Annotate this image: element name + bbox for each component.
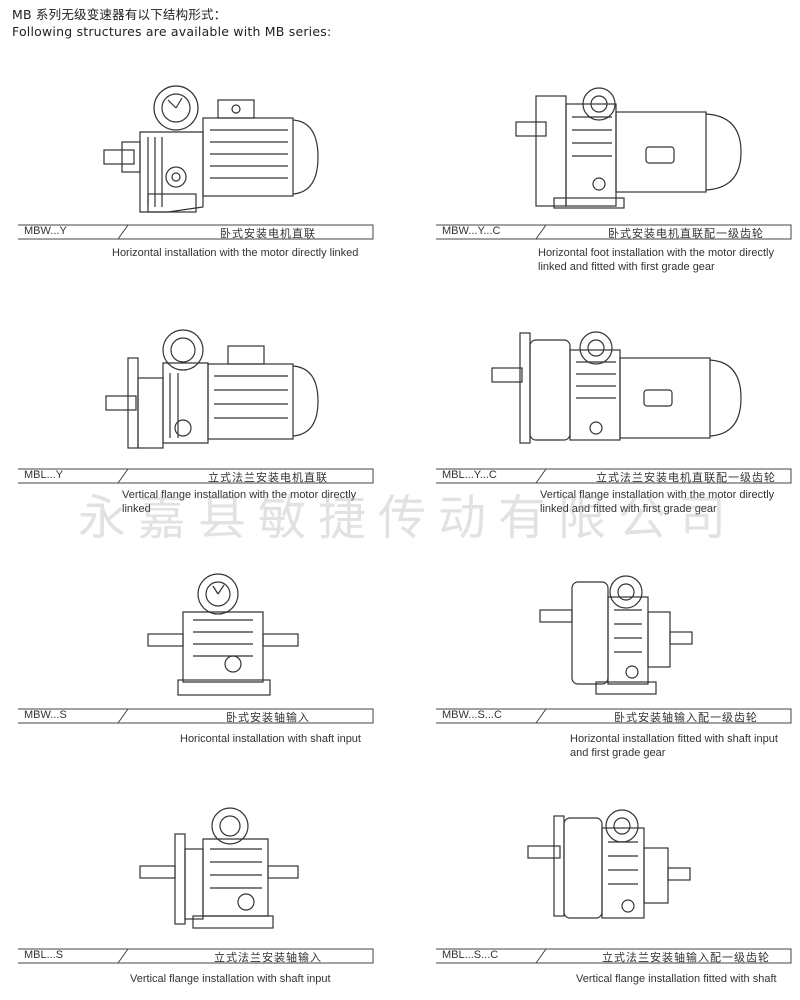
en-description: Horizontal installation fitted with shaf… xyxy=(570,733,778,759)
title-cn: MB 系列无级变速器有以下结构形式： xyxy=(12,7,227,22)
cn-description: 卧式安装轴输入配一级齿轮 xyxy=(614,711,758,724)
model-code: MBW...Y xyxy=(24,225,67,237)
en-description: Vertical flange installation fitted with… xyxy=(576,973,777,985)
en-description: Vertical flange installation with the mo… xyxy=(122,489,357,515)
structure-item-mbl-s-c: MBL...S...C 立式法兰安装轴输入配一级齿轮 Vertical flan… xyxy=(436,804,800,994)
cn-description: 立式法兰安装轴输入 xyxy=(214,951,322,964)
en-description: Vertical flange installation with the mo… xyxy=(540,489,775,515)
diagram-mbw-y-c xyxy=(515,87,742,209)
cn-description: 立式法兰安装电机直联 xyxy=(208,471,328,484)
structure-item-mbw-s-c: MBW...S...C 卧式安装轴输入配一级齿轮 Horizontal inst… xyxy=(436,572,800,762)
structure-item-mbw-y-c: MBW...Y...C 卧式安装电机直联配一级齿轮 Horizontal foo… xyxy=(436,82,800,273)
title-en: Following structures are available with … xyxy=(12,24,332,39)
cn-description: 立式法兰安装电机直联配一级齿轮 xyxy=(596,471,776,484)
label-bar: MBL...S...C 立式法兰安装轴输入配一级齿轮 xyxy=(436,948,794,964)
page-header: MB 系列无级变速器有以下结构形式： Following structures … xyxy=(12,6,331,40)
structure-item-mbw-y: MBW...Y 卧式安装电机直联 Horizontal installation… xyxy=(18,82,388,272)
model-code: MBW...S xyxy=(24,709,67,721)
label-bar: MBL...Y...C 立式法兰安装电机直联配一级齿轮 xyxy=(436,468,794,484)
diagram-mbl-y-c xyxy=(491,331,742,444)
structure-item-mbl-y: MBL...Y 立式法兰安装电机直联 Vertical flange insta… xyxy=(18,328,388,518)
model-code: MBW...Y...C xyxy=(442,225,501,237)
label-bar: MBW...S...C 卧式安装轴输入配一级齿轮 xyxy=(436,708,794,724)
en-description: Horicontal installation with shaft input xyxy=(180,733,361,745)
label-bar: MBL...S 立式法兰安装轴输入 xyxy=(18,948,376,964)
structure-item-mbl-s: MBL...S 立式法兰安装轴输入 Vertical flange instal… xyxy=(18,804,388,994)
en-description: Vertical flange installation with shaft … xyxy=(130,973,331,985)
en-description: Horizontal installation with the motor d… xyxy=(112,247,359,259)
model-code: MBL...Y xyxy=(24,469,64,481)
model-code: MBW...S...C xyxy=(442,709,502,721)
model-code: MBL...Y...C xyxy=(442,469,497,481)
en-description: Horizontal foot installation with the mo… xyxy=(538,247,774,273)
model-code: MBL...S...C xyxy=(442,949,499,961)
diagram-mbw-y xyxy=(103,85,319,213)
diagram-mbl-s-c xyxy=(527,809,691,919)
label-bar: MBW...Y 卧式安装电机直联 xyxy=(18,224,376,240)
diagram-mbw-s-c xyxy=(539,575,693,695)
diagram-mbl-y xyxy=(105,329,319,449)
diagram-mbw-s xyxy=(147,573,299,696)
structure-item-mbw-s: MBW...S 卧式安装轴输入 Horicontal installation … xyxy=(18,572,388,762)
cn-description: 卧式安装轴输入 xyxy=(226,711,310,724)
structure-item-mbl-y-c: MBL...Y...C 立式法兰安装电机直联配一级齿轮 Vertical fla… xyxy=(436,328,800,518)
diagram-mbl-s xyxy=(139,807,299,929)
model-code: MBL...S xyxy=(24,949,64,961)
label-bar: MBW...Y...C 卧式安装电机直联配一级齿轮 xyxy=(436,224,794,240)
label-bar: MBW...S 卧式安装轴输入 xyxy=(18,708,376,724)
cn-description: 卧式安装电机直联 xyxy=(220,227,316,240)
cn-description: 卧式安装电机直联配一级齿轮 xyxy=(608,227,764,240)
label-bar: MBL...Y 立式法兰安装电机直联 xyxy=(18,468,376,484)
cn-description: 立式法兰安装轴输入配一级齿轮 xyxy=(602,951,770,964)
